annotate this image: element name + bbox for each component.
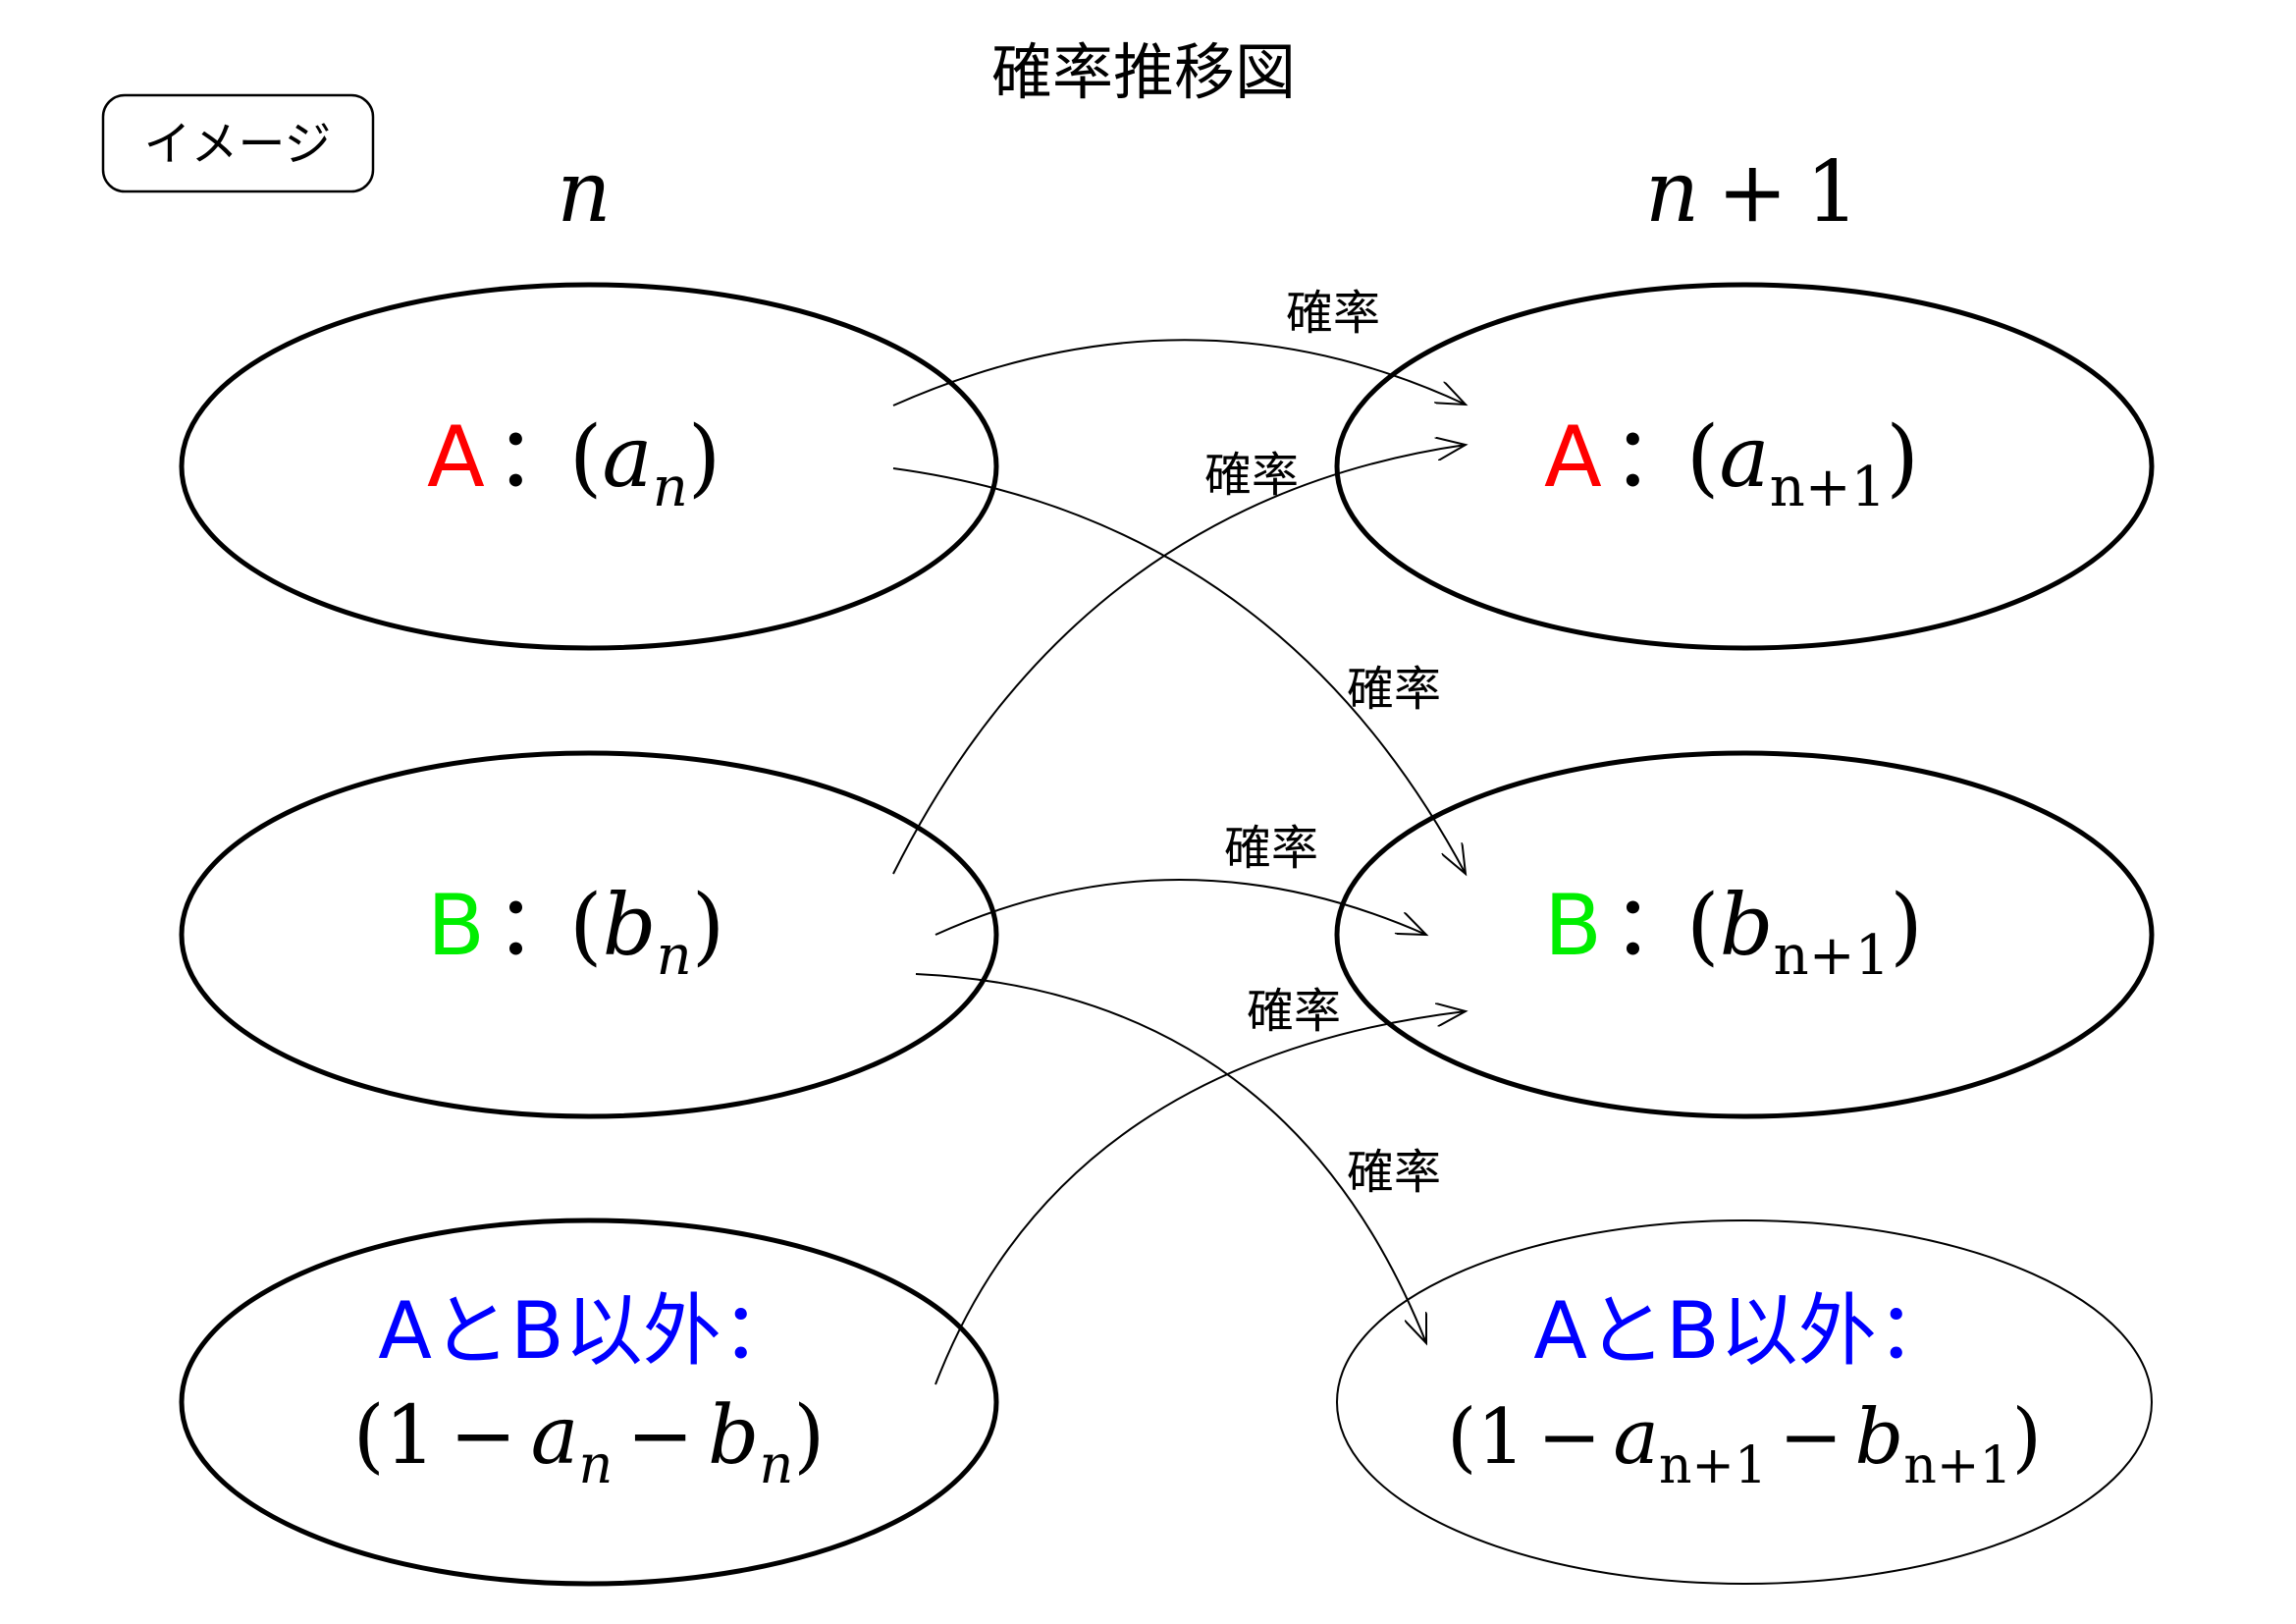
transition-arrow-b-to-a: [892, 445, 1466, 875]
transition-arrow-a-to-a: [892, 339, 1466, 406]
transition-label-other-to-b: 確率: [1247, 984, 1341, 1039]
state-b-n1-ellipse: [1334, 750, 2155, 1119]
state-b-n-ellipse: [179, 750, 999, 1119]
transition-label-a-to-a: 確率: [1286, 286, 1380, 341]
transition-label-b-to-other: 確率: [1347, 1145, 1441, 1200]
transition-label-b-to-b: 確率: [1224, 821, 1318, 876]
state-b-n1-label: B：(bn+1): [1544, 877, 1923, 988]
transition-arrow-other-to-b: [934, 1011, 1466, 1385]
transition-label-a-to-b: 確率: [1347, 662, 1441, 717]
badge-label: イメージ: [143, 117, 331, 172]
state-a-n1-label: A：(an+1): [1544, 408, 1919, 519]
state-a-n1-ellipse: [1334, 282, 2155, 651]
column-header-n: n: [557, 143, 611, 242]
transition-arrow-b-to-other: [915, 973, 1426, 1343]
diagram-title: 確率推移図: [991, 36, 1296, 108]
state-a-n-label: A：(an): [427, 408, 721, 519]
state-other-n1-ellipse: [1336, 1219, 2153, 1585]
state-other-n1-formula: (1−an+1−bn+1): [1447, 1393, 2042, 1495]
transition-arrow-a-to-b: [892, 467, 1466, 874]
transition-arrow-b-to-b: [934, 879, 1426, 935]
badge-frame: [101, 93, 375, 193]
state-other-n-formula: (1−an−bn): [353, 1389, 826, 1495]
column-header-n-plus-1: n+1: [1645, 143, 1859, 242]
state-other-n-title: AとB以外：: [378, 1285, 800, 1377]
state-other-n1-title: AとB以外：: [1533, 1285, 1955, 1377]
state-other-n-ellipse: [179, 1218, 999, 1587]
transition-label-b-to-a: 確率: [1204, 448, 1299, 503]
state-b-n-label: B：(bn): [427, 877, 724, 988]
state-a-n-ellipse: [179, 282, 999, 651]
